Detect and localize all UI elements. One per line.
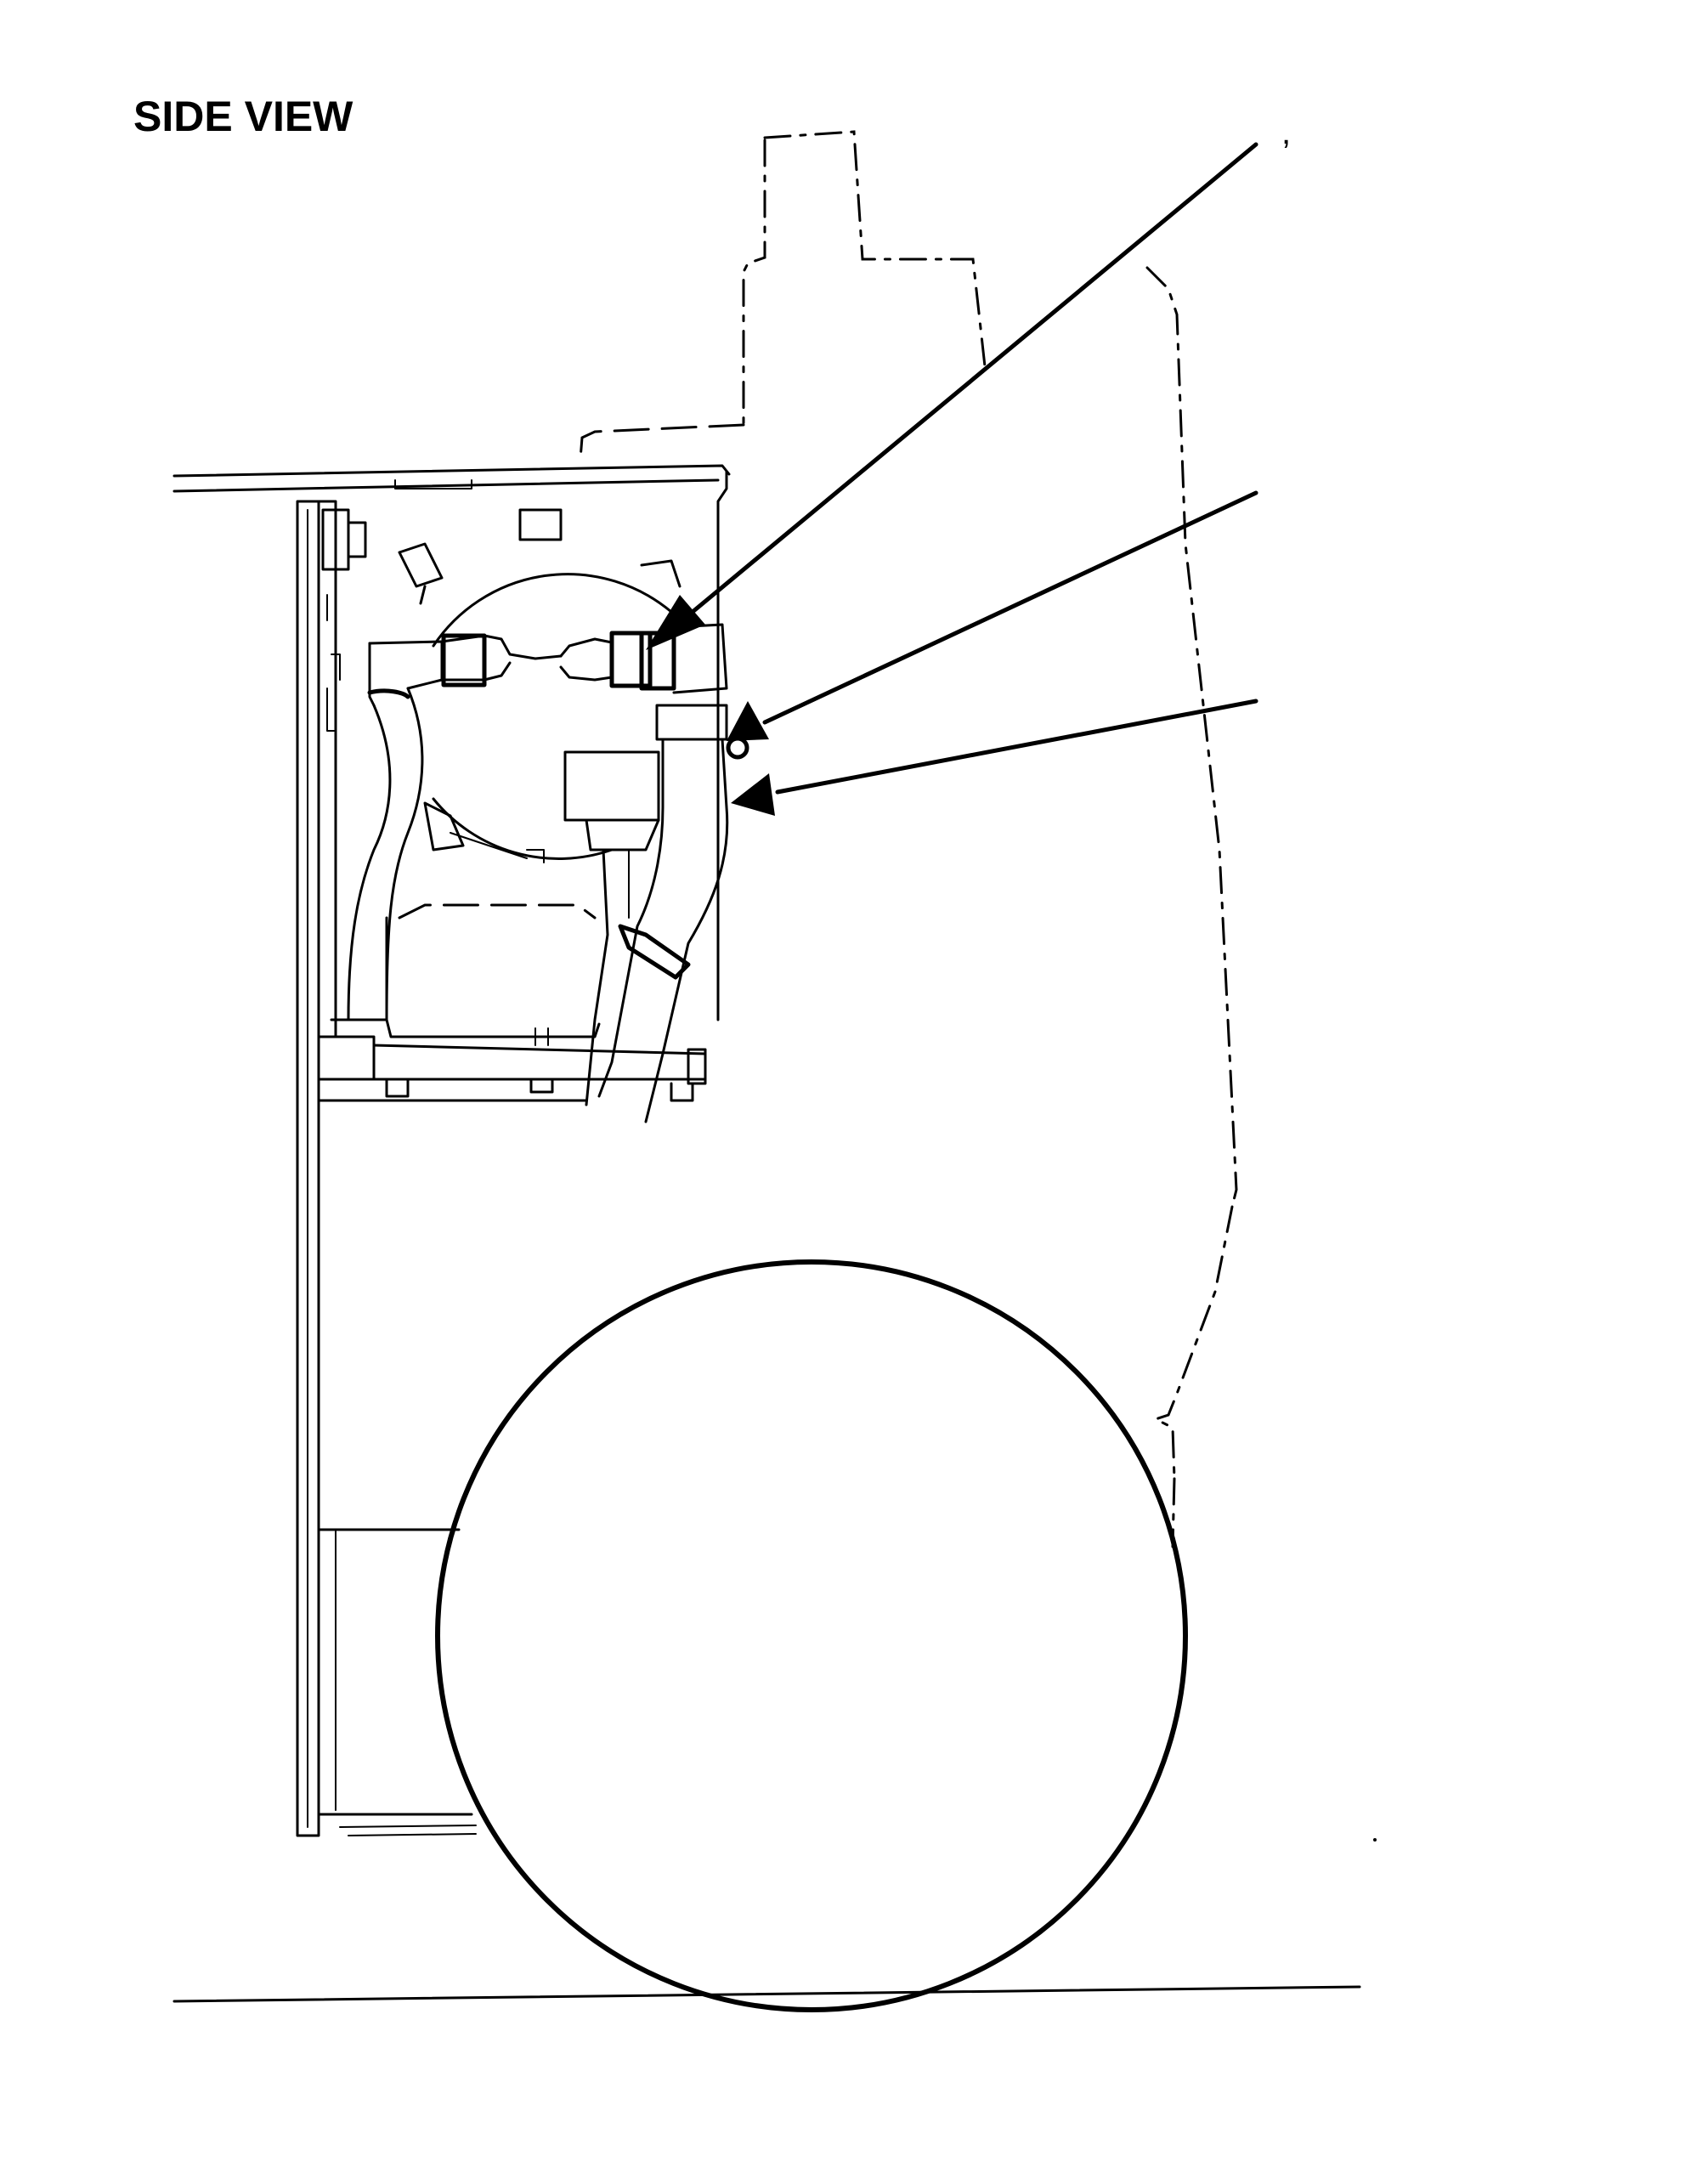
spherical-tank: [398, 508, 728, 863]
left-fittings: [321, 508, 367, 732]
left-frame-plate: [296, 500, 337, 1837]
callout-arrow-3: [731, 699, 1258, 816]
top-deck: [172, 464, 731, 1021]
stray-mark: ,: [1281, 114, 1292, 151]
view-title: SIDE VIEW: [133, 93, 353, 140]
left-elbow-pipe: [347, 640, 444, 1021]
right-riser-pipe: [563, 704, 749, 1123]
lower-chassis: [317, 1099, 588, 1836]
tank-cradle: [317, 903, 707, 1102]
callout-arrow-2: [727, 490, 1258, 741]
wheel: [435, 1259, 1188, 2012]
phantom-outline: [579, 130, 1238, 1548]
callout-arrow-1: [646, 142, 1258, 650]
speck: [1373, 1838, 1377, 1842]
ground-line: [172, 1985, 1361, 2003]
